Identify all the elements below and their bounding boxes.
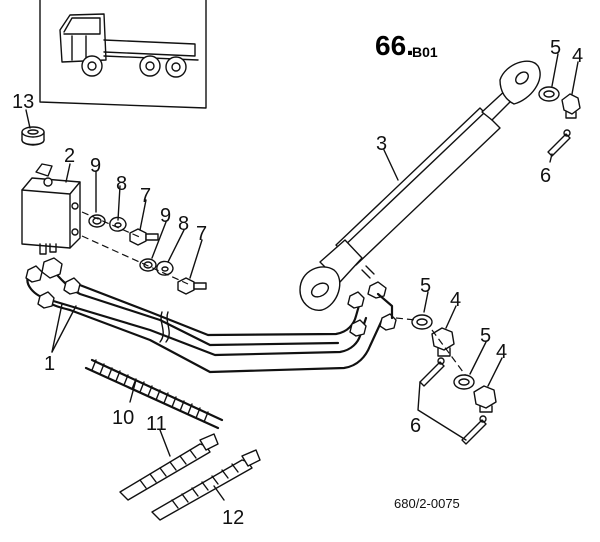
upper-right-fastener-set	[538, 86, 581, 157]
diagram-title: 66.	[375, 30, 414, 61]
callout-4: 4	[450, 289, 461, 311]
callout-5: 5	[550, 37, 561, 59]
callout-13: 13	[12, 91, 34, 113]
drawing-code: 680/2-0075	[394, 496, 460, 511]
callout-1: 1	[44, 353, 55, 375]
truck-thumbnail	[39, 0, 207, 109]
middle-right-fastener-set	[411, 314, 455, 387]
callout-2: 2	[64, 145, 75, 167]
lower-fastener-set	[139, 258, 207, 295]
callout-7: 7	[196, 223, 207, 245]
callout-5: 5	[420, 275, 431, 297]
callout-5: 5	[480, 325, 491, 347]
lower-right-fastener-set	[453, 374, 497, 445]
cable-tie-11	[119, 433, 219, 501]
callout-8: 8	[116, 173, 127, 195]
braided-hose	[84, 358, 224, 430]
assembly-line-middle-right	[395, 317, 467, 377]
callout-10: 10	[112, 407, 134, 429]
callout-4: 4	[572, 45, 583, 67]
callout-9: 9	[90, 155, 101, 177]
callout-11: 11	[146, 413, 167, 435]
callout-12: 12	[222, 507, 244, 529]
callout-9: 9	[160, 205, 171, 227]
callout-3: 3	[376, 133, 387, 155]
hydraulic-pipes	[25, 257, 397, 374]
grommet	[21, 126, 45, 146]
cable-tie-12	[151, 449, 261, 521]
callout-7: 7	[140, 185, 151, 207]
assembly-line-lower	[81, 235, 189, 285]
callout-4: 4	[496, 341, 507, 363]
hydraulic-cylinder	[299, 60, 541, 311]
callout-8: 8	[178, 213, 189, 235]
callout-6: 6	[410, 415, 421, 437]
diagram-title-suffix: B01	[412, 44, 438, 60]
valve-block	[21, 163, 81, 255]
leader-lines	[25, 53, 579, 501]
callout-6: 6	[540, 165, 551, 187]
